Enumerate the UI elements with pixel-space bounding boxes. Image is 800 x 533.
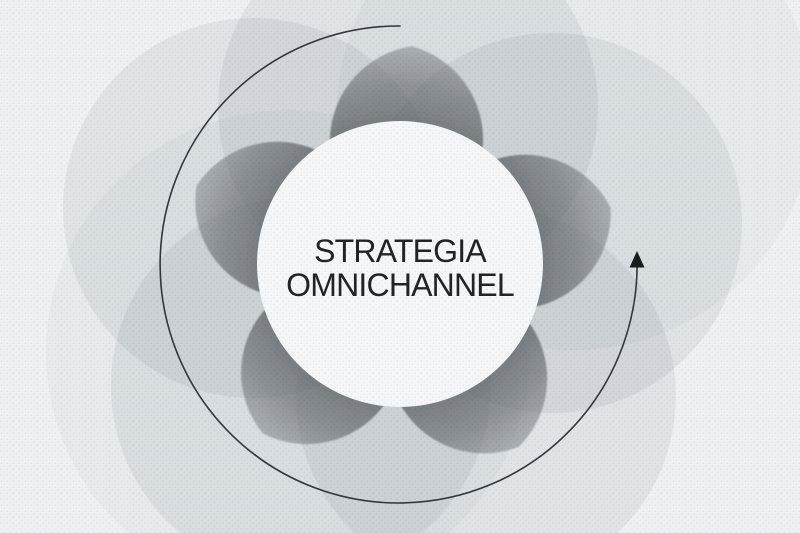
title-line-2: OMNICHANNEL — [286, 267, 514, 303]
circular-arrow-icon — [159, 25, 638, 504]
arrowhead-icon — [629, 251, 645, 268]
title-line-1: STRATEGIA — [314, 233, 487, 269]
